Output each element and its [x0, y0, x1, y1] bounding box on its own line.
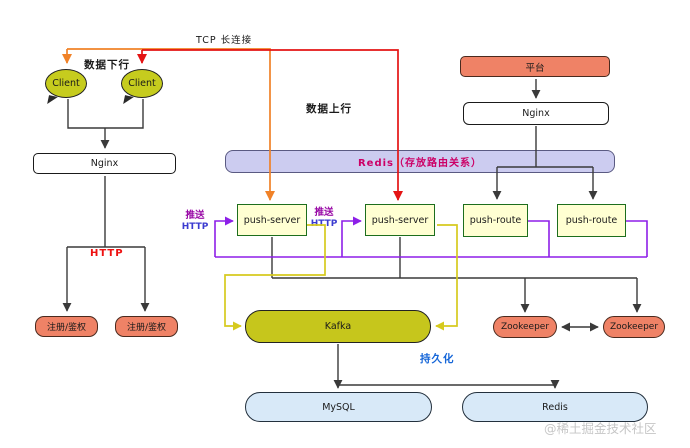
- arrow-to-push-server2: [341, 216, 362, 257]
- node-nginx-right: Nginx: [463, 102, 609, 125]
- push-cn-text: 推送: [314, 207, 334, 218]
- push-http-text: HTTP: [181, 221, 209, 232]
- persistence-label: 持久化: [420, 353, 455, 365]
- speech-tail-icon: [123, 95, 134, 106]
- client-1-label: Client: [52, 78, 80, 89]
- node-register-auth-2: 注册/鉴权: [115, 316, 178, 337]
- zookeeper-bus-line: [271, 237, 637, 279]
- tcp-line-red: [142, 49, 403, 201]
- node-push-server-2: push-server: [365, 204, 435, 236]
- node-push-route-2: push-route: [557, 204, 626, 237]
- node-zookeeper-2: Zookeeper: [603, 316, 665, 338]
- tcp-long-connection-label: TCP 长连接: [196, 35, 253, 46]
- node-mysql: MySQL: [245, 392, 432, 422]
- node-redis-routing-bar: Redis（存放路由关系）: [225, 150, 615, 173]
- node-client-2: Client: [121, 69, 163, 106]
- node-zookeeper-1: Zookeeper: [493, 316, 557, 338]
- push-http-label-2: 推送 HTTP: [308, 207, 340, 229]
- speech-tail-icon: [47, 95, 58, 106]
- push-cn-text: 推送: [185, 210, 205, 221]
- push-http-label-1: 推送 HTTP: [179, 210, 211, 232]
- node-push-route-1: push-route: [463, 204, 528, 237]
- node-push-server-1: push-server: [237, 204, 307, 236]
- node-nginx-left: Nginx: [33, 153, 176, 174]
- node-register-auth-1: 注册/鉴权: [35, 316, 98, 337]
- node-kafka: Kafka: [245, 310, 431, 343]
- client-2-label: Client: [128, 78, 156, 89]
- node-redis-db: Redis: [462, 392, 648, 422]
- data-downstream-label: 数据下行: [84, 59, 130, 71]
- node-client-1: Client: [45, 69, 87, 106]
- node-platform: 平台: [460, 56, 610, 77]
- data-upstream-label: 数据上行: [306, 103, 352, 115]
- push-server2-kafka-line: [435, 224, 458, 331]
- watermark: @稀土掘金技术社区: [544, 421, 657, 436]
- push-http-text: HTTP: [310, 218, 338, 229]
- nginx-split-line: [67, 176, 145, 248]
- http-label: HTTP: [90, 248, 124, 259]
- arrow-to-push-server1: [214, 216, 234, 257]
